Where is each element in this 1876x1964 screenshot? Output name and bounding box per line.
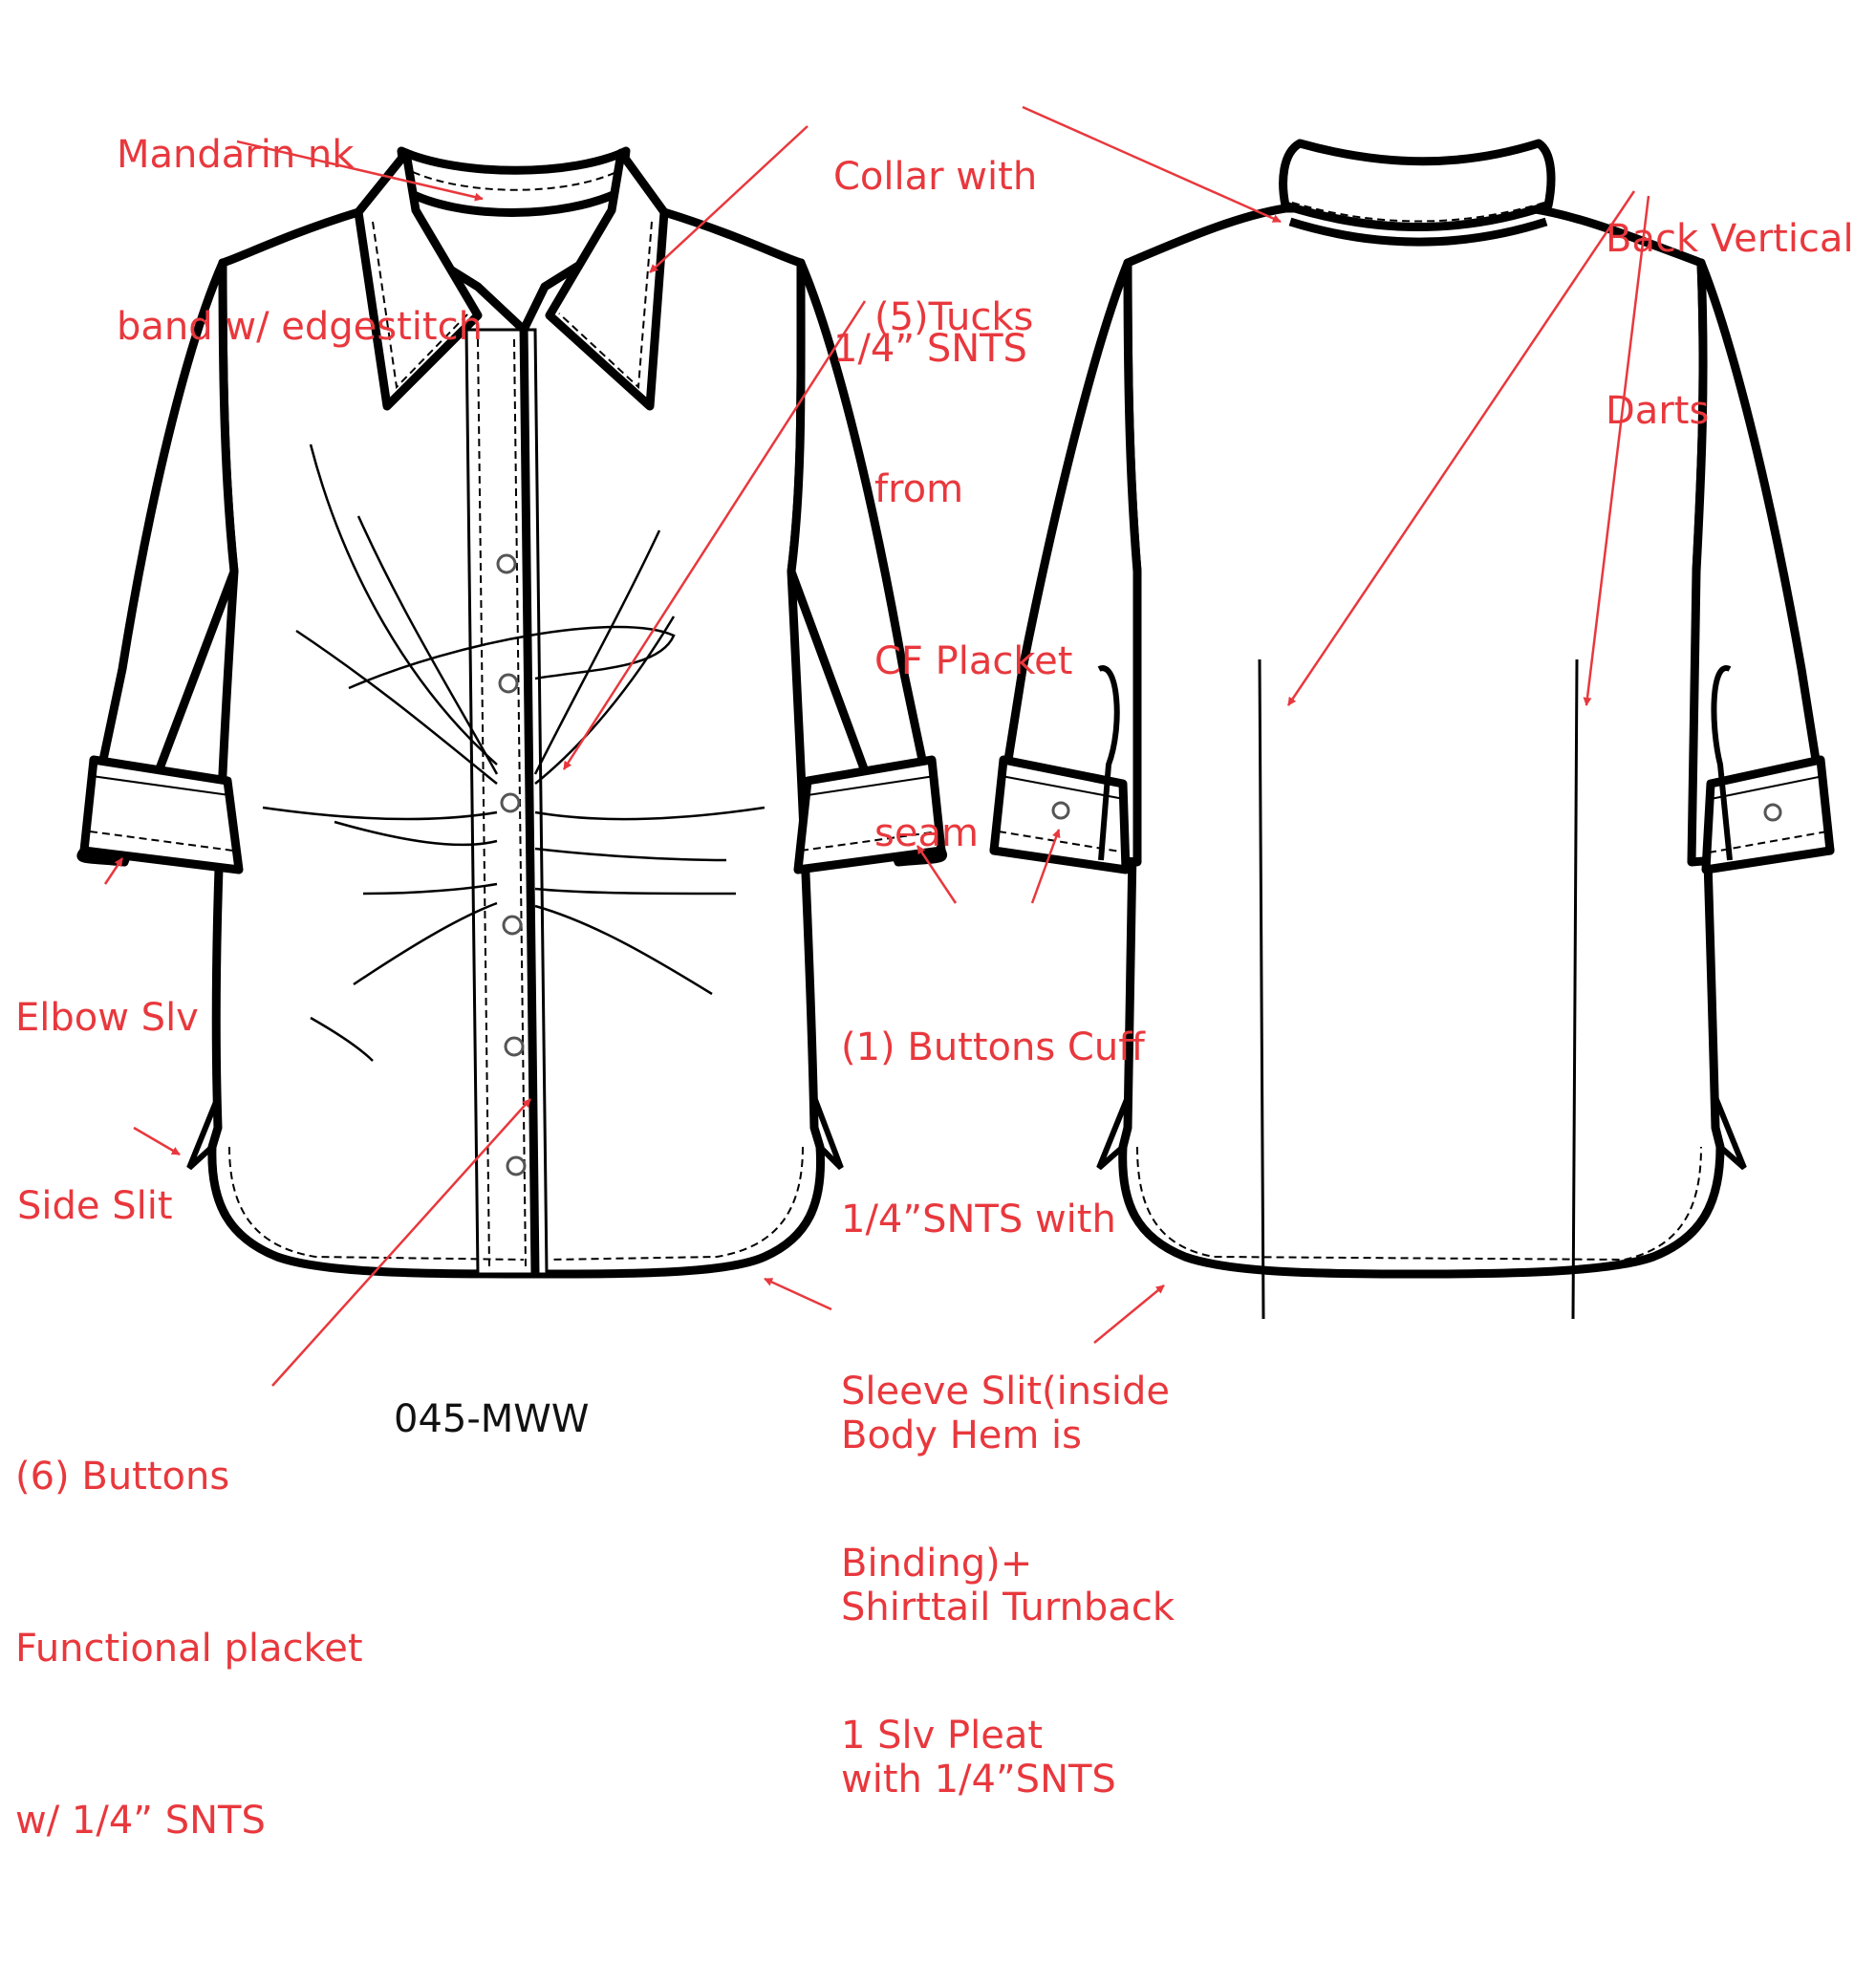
arrow-neckband (236, 140, 484, 202)
arrow-placket (271, 1098, 531, 1387)
back-view (989, 139, 1835, 1320)
arrow-collar-front (649, 125, 809, 273)
arrow-back-dart-left (1286, 190, 1636, 706)
annotation-line: 1/4”SNTS with (841, 1198, 1116, 1241)
annotation-line: Side Slit (17, 1184, 173, 1228)
arrow-cuff-sleeve (916, 845, 958, 904)
annotation-line: (5)Tucks (874, 295, 1034, 339)
annotation-line: Shirttail Turnback (841, 1586, 1175, 1629)
arrow-hem-front (764, 1277, 832, 1311)
annotation-body-hem: Body Hem is Shirttail Turnback with 1/4”… (841, 1292, 1175, 1923)
arrow-cuff-button (1030, 829, 1061, 904)
tech-sketch-canvas: Mandarin nk band w/ edgestitch Collar wi… (15, 11, 1854, 1843)
style-code: 045-MWW (394, 1397, 590, 1441)
arrow-elbow (103, 857, 124, 885)
back-dart-left (1258, 658, 1265, 1320)
front-right-sleeve (787, 258, 947, 867)
back-left-sleeve (989, 258, 1142, 867)
front-right-cuff (793, 755, 946, 874)
annotation-mandarin-neckband: Mandarin nk band w/ edgestitch (117, 11, 483, 470)
back-right-sleeve (1687, 258, 1835, 867)
arrow-back-dart-right (1583, 195, 1650, 706)
front-body-outline-right (519, 207, 826, 1279)
annotation-line: Sleeve Slit(inside (841, 1370, 1171, 1414)
annotation-tucks: (5)Tucks from CF Placket seam (874, 174, 1072, 977)
annotation-line: w/ 1/4” SNTS (15, 1799, 266, 1843)
annotation-line: band w/ edgestitch (117, 305, 483, 349)
annotation-line: Body Hem is (841, 1414, 1083, 1457)
front-buttons (496, 553, 527, 1176)
annotation-side-slit: Side Slit (17, 1063, 173, 1349)
front-collar-right (545, 148, 669, 411)
annotation-line: (1) Buttons Cuff (841, 1025, 1145, 1069)
annotation-line: Elbow Slv (15, 996, 199, 1040)
annotation-line: seam (874, 811, 979, 855)
annotation-line: from (874, 467, 964, 511)
back-collar (1279, 139, 1556, 231)
annotation-line: with 1/4”SNTS (841, 1758, 1116, 1802)
annotation-line: Back Vertical (1606, 217, 1854, 261)
annotation-line: CF Placket (874, 639, 1073, 683)
front-left-sleeve (76, 258, 239, 867)
annotation-arrows (103, 105, 1650, 1387)
annotation-line: Mandarin nk (117, 133, 355, 177)
arrow-tucks (562, 300, 867, 770)
annotation-placket: (6) Buttons Functional placket w/ 1/4” S… (15, 1333, 363, 1964)
arrow-side-slit (133, 1126, 181, 1156)
front-collar-left (354, 148, 483, 411)
front-view (76, 146, 947, 1279)
front-left-cuff (79, 755, 244, 874)
annotation-line: (6) Buttons (15, 1455, 230, 1499)
annotation-line: 1/4” SNTS (833, 327, 1027, 371)
annotation-back-darts: Back Vertical Darts (1606, 96, 1854, 554)
arrow-collar-back (1022, 105, 1282, 224)
annotation-line: Functional placket (15, 1627, 363, 1671)
back-dart-right (1571, 658, 1579, 1320)
front-tucks (262, 443, 765, 1062)
annotation-line: Collar with (833, 155, 1038, 199)
annotation-elbow-sleeve: Elbow Slv (15, 874, 199, 1161)
annotation-collar: Collar with 1/4” SNTS (833, 33, 1037, 492)
annotation-line: Darts (1606, 389, 1710, 433)
arrow-hem-back (1093, 1284, 1165, 1344)
garment-drawing (76, 105, 1835, 1387)
